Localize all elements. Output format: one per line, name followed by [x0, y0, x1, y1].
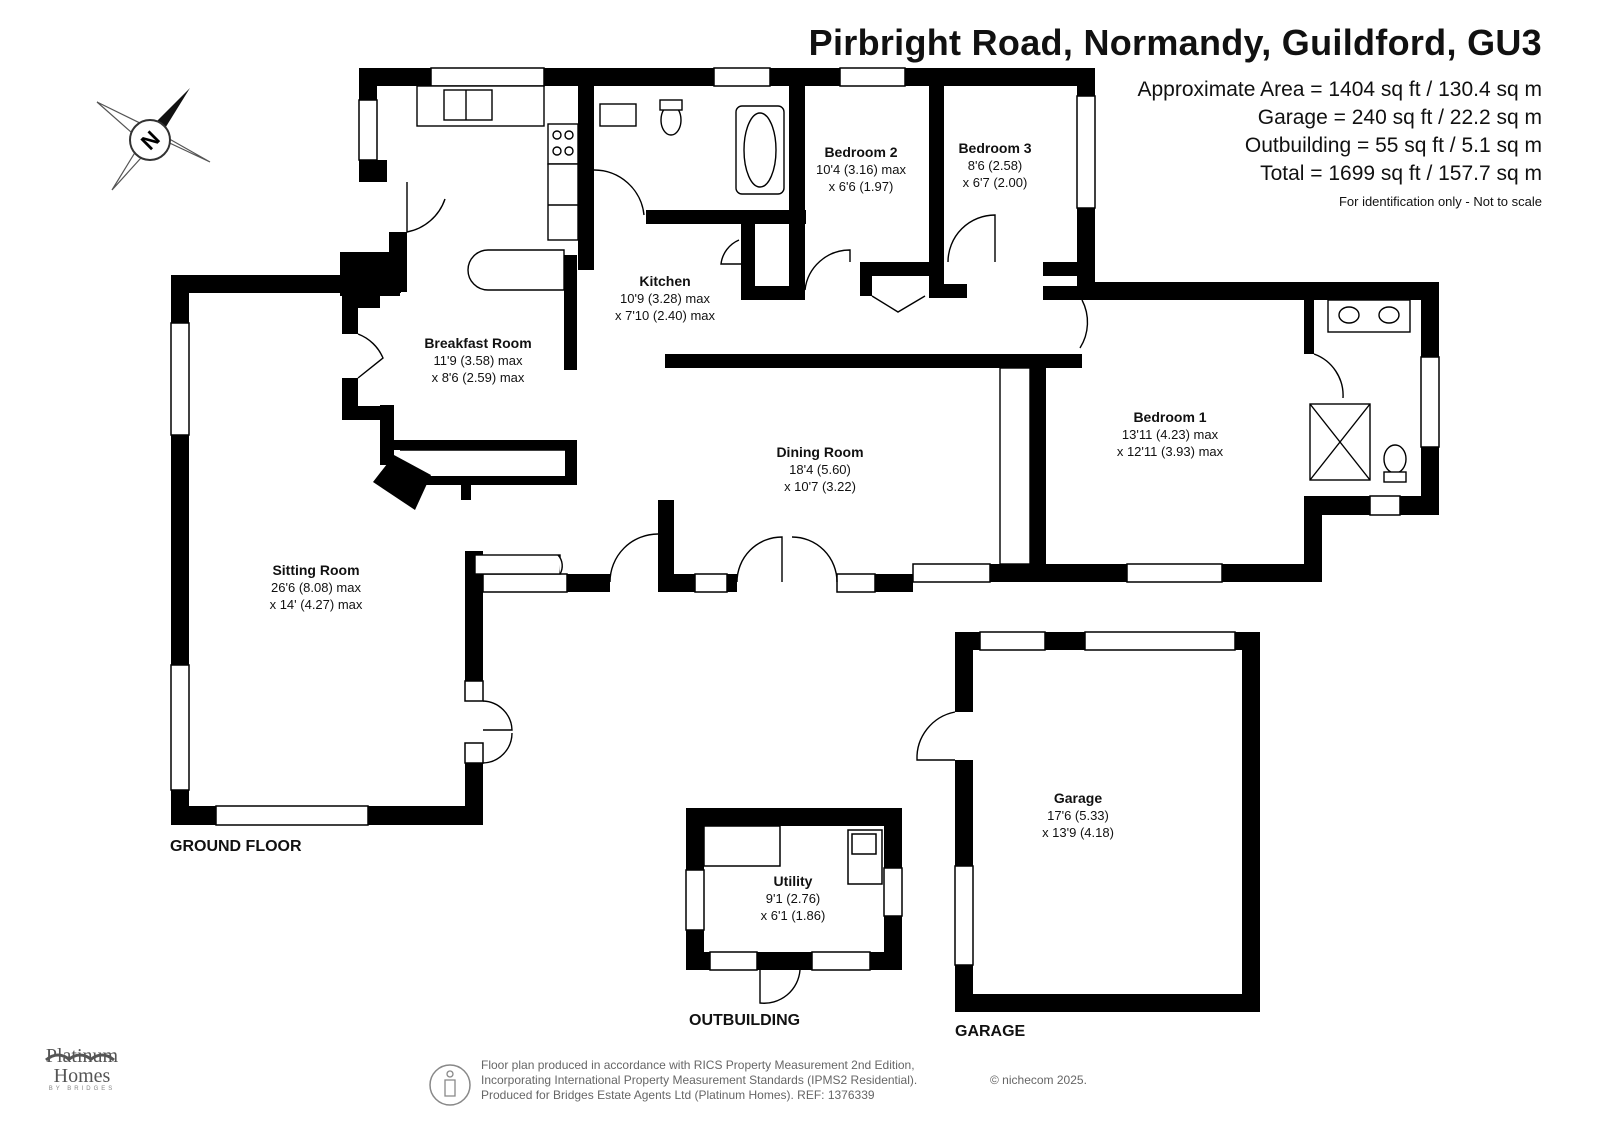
svg-text:x 6'1 (1.86): x 6'1 (1.86) [761, 908, 826, 923]
room-label-dining-room: Dining Room 18'4 (5.60) x 10'7 (3.22) [776, 444, 863, 494]
svg-text:26'6 (8.08) max: 26'6 (8.08) max [271, 580, 361, 595]
svg-text:x 6'7 (2.00): x 6'7 (2.00) [963, 175, 1028, 190]
svg-text:Breakfast Room: Breakfast Room [424, 335, 531, 351]
svg-text:11'9 (3.58) max: 11'9 (3.58) max [434, 353, 523, 368]
logo-name: Platinum Homes [45, 1045, 119, 1087]
svg-text:x 6'6 (1.97): x 6'6 (1.97) [829, 179, 894, 194]
svg-text:x 7'10 (2.40) max: x 7'10 (2.40) max [615, 308, 716, 323]
platinum-homes-logo: Platinum Homes BY BRIDGES [32, 1046, 132, 1092]
area-outbuilding: Outbuilding = 55 sq ft / 5.1 sq m [1244, 134, 1542, 157]
svg-text:18'4 (5.60): 18'4 (5.60) [789, 462, 851, 477]
footer-copyright: © nichecom 2025. [990, 1073, 1087, 1087]
area-summary: Approximate Area = 1404 sq ft / 130.4 sq… [1138, 76, 1543, 188]
room-label-bedroom-3: Bedroom 3 8'6 (2.58) x 6'7 (2.00) [958, 140, 1031, 190]
floor-label-outbuilding: OUTBUILDING [689, 1012, 800, 1029]
area-garage: Garage = 240 sq ft / 22.2 sq m [1257, 106, 1542, 129]
logo-sub: BY BRIDGES [48, 1086, 116, 1092]
room-label-utility: Utility 9'1 (2.76) x 6'1 (1.86) [761, 873, 826, 923]
svg-text:Bedroom 3: Bedroom 3 [958, 140, 1031, 156]
svg-text:17'6 (5.33): 17'6 (5.33) [1047, 808, 1109, 823]
svg-text:10'9 (3.28) max: 10'9 (3.28) max [620, 291, 710, 306]
fixtures [400, 85, 1411, 575]
svg-text:Kitchen: Kitchen [639, 273, 690, 289]
svg-text:Bedroom 2: Bedroom 2 [824, 144, 897, 160]
door-swings [357, 169, 1344, 764]
basin-icon [599, 103, 637, 127]
area-total: Total = 1699 sq ft / 157.7 sq m [1260, 162, 1542, 185]
svg-text:Dining Room: Dining Room [776, 444, 863, 460]
svg-text:13'11 (4.23) max: 13'11 (4.23) max [1122, 427, 1219, 442]
logo-waves-icon [45, 1053, 115, 1062]
svg-text:Sitting Room: Sitting Room [272, 562, 359, 578]
svg-text:Bedroom 1: Bedroom 1 [1133, 409, 1206, 425]
area-approximate: Approximate Area = 1404 sq ft / 130.4 sq… [1137, 78, 1543, 101]
svg-text:Utility: Utility [774, 873, 813, 889]
identification-note: For identification only - Not to scale [1338, 194, 1542, 209]
footer-disclaimer: Floor plan produced in accordance with R… [481, 1058, 918, 1102]
ensuite-wc-icon [1383, 444, 1407, 474]
windows [170, 67, 1440, 826]
main-house-walls [171, 68, 1439, 825]
svg-text:Garage: Garage [1054, 790, 1102, 806]
floor-label-garage: GARAGE [955, 1023, 1026, 1040]
room-label-breakfast-room: Breakfast Room 11'9 (3.58) max x 8'6 (2.… [424, 335, 531, 385]
ipms-info-icon [429, 1064, 471, 1106]
room-label-bedroom-2: Bedroom 2 10'4 (3.16) max x 6'6 (1.97) [816, 144, 906, 194]
svg-text:x 14' (4.27) max: x 14' (4.27) max [270, 597, 363, 612]
svg-text:10'4 (3.16) max: 10'4 (3.16) max [816, 162, 906, 177]
compass: N [96, 88, 211, 191]
floor-label-ground: GROUND FLOOR [170, 838, 302, 855]
svg-text:x 8'6 (2.59) max: x 8'6 (2.59) max [432, 370, 525, 385]
room-label-sitting-room: Sitting Room 26'6 (8.08) max x 14' (4.27… [270, 562, 363, 612]
outbuilding-walls [686, 808, 902, 970]
garage-walls [955, 632, 1260, 1012]
svg-text:9'1 (2.76): 9'1 (2.76) [766, 891, 821, 906]
svg-text:x 12'11 (3.93) max: x 12'11 (3.93) max [1117, 444, 1224, 459]
room-label-bedroom-1: Bedroom 1 13'11 (4.23) max x 12'11 (3.93… [1117, 409, 1224, 459]
svg-text:x 10'7 (3.22): x 10'7 (3.22) [784, 479, 856, 494]
svg-text:8'6 (2.58): 8'6 (2.58) [968, 158, 1023, 173]
svg-text:x 13'9 (4.18): x 13'9 (4.18) [1042, 825, 1114, 840]
property-title: Pirbright Road, Normandy, Guildford, GU3 [808, 22, 1542, 63]
room-label-kitchen: Kitchen 10'9 (3.28) max x 7'10 (2.40) ma… [615, 273, 716, 323]
room-label-garage: Garage 17'6 (5.33) x 13'9 (4.18) [1042, 790, 1114, 840]
